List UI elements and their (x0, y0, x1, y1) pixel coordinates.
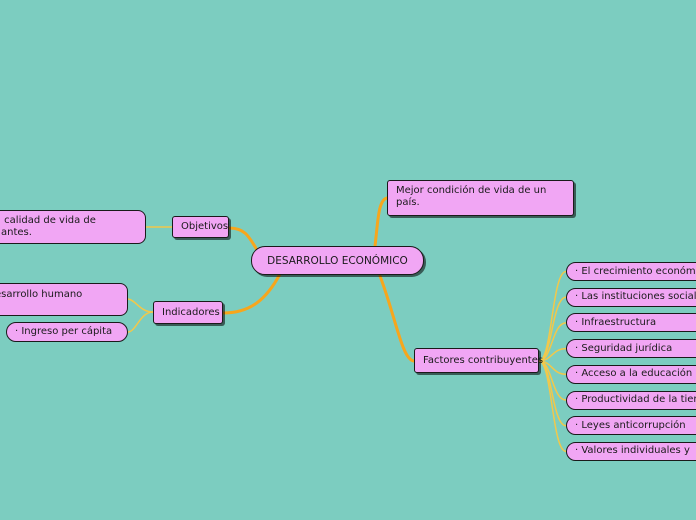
factor-item[interactable]: · Las instituciones sociale (566, 287, 696, 307)
branch-indicadores (221, 272, 282, 315)
node-indicadores[interactable]: Indicadores (153, 301, 223, 324)
leaf-indicadores-2[interactable]: · Ingreso per cápita (6, 322, 128, 342)
branch-factores (378, 274, 416, 363)
factor-connector (538, 322, 567, 362)
factor-connector (538, 296, 567, 362)
factor-item[interactable]: · Leyes anticorrupción (566, 416, 696, 436)
factor-connector (538, 360, 567, 453)
factor-item[interactable]: · Acceso a la educación (566, 364, 696, 384)
factor-item[interactable]: · Productividad de la tier (566, 390, 696, 410)
branch-mejor (373, 196, 389, 248)
node-factores[interactable]: Factores contribuyentes (414, 348, 543, 373)
node-mejor-condicion[interactable]: Mejor condición de vida de un país. (387, 180, 574, 216)
leaf-objetivos[interactable]: calidad de vida de antes. (0, 210, 146, 244)
factor-item[interactable]: · Valores individuales y (566, 441, 696, 461)
node-objetivos[interactable]: Objetivos (172, 216, 229, 238)
central-topic[interactable]: DESARROLLO ECONÓMICO (251, 246, 424, 275)
factor-item[interactable]: · Infraestructura (566, 313, 696, 333)
factor-item[interactable]: · Seguridad jurídica (566, 339, 696, 359)
factor-connector (538, 270, 567, 362)
branch-indicadores-leaf-1 (127, 298, 154, 313)
factor-connector (538, 360, 567, 427)
factor-item[interactable]: · El crecimiento económi (566, 262, 696, 281)
factor-connectors (538, 270, 567, 453)
branch-indicadores-leaf-2 (127, 311, 154, 333)
leaf-indicadores-1[interactable]: esarrollo humano (0, 283, 128, 316)
